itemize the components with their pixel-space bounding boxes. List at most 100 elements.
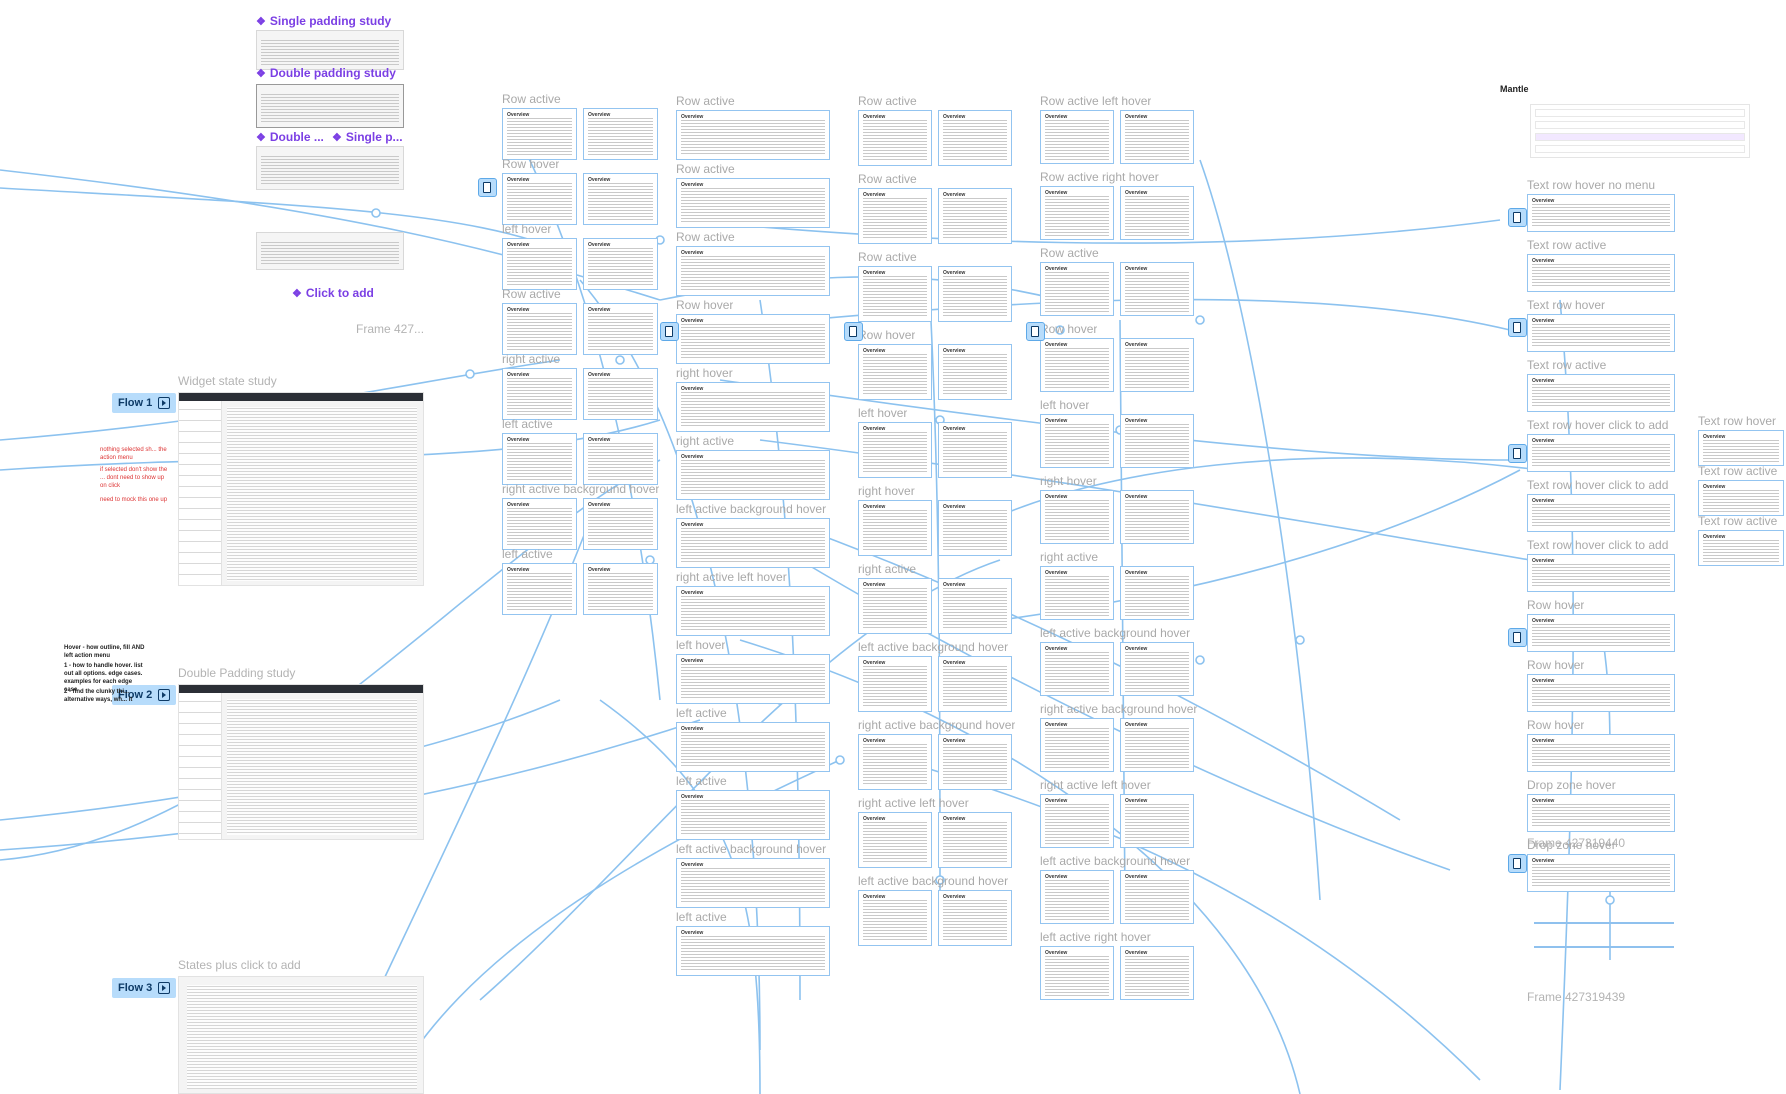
connection-node[interactable] [835,755,845,765]
c3-state-frame[interactable]: Overview [858,422,932,478]
flow-3-button[interactable]: Flow 3 [112,978,177,998]
c5-state-frame[interactable]: Overview [1527,494,1675,532]
c4-state-frame[interactable]: Overview [1040,186,1114,240]
connection-node[interactable] [615,355,625,365]
c4-state-frame[interactable]: Overview [1120,946,1194,1000]
c2-state-frame[interactable]: Overview [676,246,830,296]
c2-state-frame[interactable]: Overview [676,178,830,228]
prototype-start-icon[interactable] [1508,208,1527,227]
connection-node[interactable] [371,208,381,218]
flow-2-button[interactable]: Flow 2 [112,685,177,705]
c4-state-frame[interactable]: Overview [1120,870,1194,924]
short-padding-frame[interactable] [256,146,404,190]
c4-state-frame[interactable]: Overview [1040,490,1114,544]
c1-state-frame[interactable]: Overview [583,108,658,160]
c5-state-frame[interactable]: Overview [1527,614,1675,652]
c2-state-frame[interactable]: Overview [676,314,830,364]
prototype-start-icon[interactable] [844,322,863,341]
c2-state-frame[interactable]: Overview [676,790,830,840]
c3-state-frame[interactable]: Overview [858,344,932,400]
c5-state-frame[interactable]: Overview [1527,314,1675,352]
c5-state-frame[interactable]: Overview [1527,854,1675,892]
c4-state-frame[interactable]: Overview [1040,110,1114,164]
c1-state-frame[interactable]: Overview [583,563,658,615]
c1-state-frame[interactable]: Overview [502,238,577,290]
c5-state-frame[interactable]: Overview [1527,734,1675,772]
c3-state-frame[interactable]: Overview [938,110,1012,166]
c3-state-frame[interactable]: Overview [858,110,932,166]
c3-state-frame[interactable]: Overview [938,266,1012,322]
c2-state-frame[interactable]: Overview [676,110,830,160]
c4-state-frame[interactable]: Overview [1040,718,1114,772]
c4-state-frame[interactable]: Overview [1120,794,1194,848]
prototype-start-icon[interactable] [1508,318,1527,337]
c3-state-frame[interactable]: Overview [858,266,932,322]
c3-state-frame[interactable]: Overview [938,890,1012,946]
c2-state-frame[interactable]: Overview [676,450,830,500]
c2-state-frame[interactable]: Overview [676,654,830,704]
c5-state-frame[interactable]: Overview [1527,794,1675,832]
c1-state-frame[interactable]: Overview [502,563,577,615]
c4-state-frame[interactable]: Overview [1120,414,1194,468]
c3-state-frame[interactable]: Overview [858,188,932,244]
c2-state-frame[interactable]: Overview [676,518,830,568]
double-padding-frame[interactable] [256,84,404,128]
c3-state-frame[interactable]: Overview [858,812,932,868]
c1-state-frame[interactable]: Overview [583,303,658,355]
c1-state-frame[interactable]: Overview [583,498,658,550]
connection-node[interactable] [1605,895,1615,905]
c3-state-frame[interactable]: Overview [938,500,1012,556]
c5-state-frame[interactable]: Overview [1527,194,1675,232]
c3-state-frame[interactable]: Overview [938,578,1012,634]
c5-state-frame[interactable]: Overview [1527,674,1675,712]
prototype-start-icon[interactable] [1508,854,1527,873]
c1-state-frame[interactable]: Overview [502,368,577,420]
c2-state-frame[interactable]: Overview [676,382,830,432]
c6-state-frame[interactable]: Overview [1698,480,1784,516]
c1-state-frame[interactable]: Overview [583,238,658,290]
c3-state-frame[interactable]: Overview [858,578,932,634]
c5-state-frame[interactable]: Overview [1527,554,1675,592]
prototype-start-icon[interactable] [660,322,679,341]
c4-state-frame[interactable]: Overview [1120,262,1194,316]
c1-state-frame[interactable]: Overview [583,173,658,225]
c1-state-frame[interactable]: Overview [502,498,577,550]
c3-state-frame[interactable]: Overview [938,734,1012,790]
c4-state-frame[interactable]: Overview [1040,870,1114,924]
c2-state-frame[interactable]: Overview [676,722,830,772]
c4-state-frame[interactable]: Overview [1120,110,1194,164]
c3-state-frame[interactable]: Overview [938,344,1012,400]
c5-state-frame[interactable]: Overview [1527,374,1675,412]
c3-state-frame[interactable]: Overview [858,500,932,556]
double-padding-study-frame[interactable] [178,684,424,840]
connection-node[interactable] [1195,315,1205,325]
c4-state-frame[interactable]: Overview [1040,642,1114,696]
c4-state-frame[interactable]: Overview [1120,718,1194,772]
c4-state-frame[interactable]: Overview [1040,414,1114,468]
single-padding-frame[interactable] [256,30,404,70]
c1-state-frame[interactable]: Overview [502,173,577,225]
c3-state-frame[interactable]: Overview [858,656,932,712]
c3-state-frame[interactable]: Overview [858,734,932,790]
c4-state-frame[interactable]: Overview [1040,262,1114,316]
c4-state-frame[interactable]: Overview [1040,946,1114,1000]
c1-state-frame[interactable]: Overview [502,108,577,160]
c4-state-frame[interactable]: Overview [1040,338,1114,392]
c1-state-frame[interactable]: Overview [502,303,577,355]
c3-state-frame[interactable]: Overview [938,422,1012,478]
c2-state-frame[interactable]: Overview [676,858,830,908]
c4-state-frame[interactable]: Overview [1120,186,1194,240]
c2-state-frame[interactable]: Overview [676,926,830,976]
c1-state-frame[interactable]: Overview [502,433,577,485]
c4-state-frame[interactable]: Overview [1120,566,1194,620]
widget-state-study-frame[interactable] [178,392,424,586]
c6-state-frame[interactable]: Overview [1698,430,1784,466]
connection-node[interactable] [465,369,475,379]
connection-node[interactable] [1295,635,1305,645]
padding-compare-frame[interactable] [256,232,404,270]
c4-state-frame[interactable]: Overview [1120,338,1194,392]
c4-state-frame[interactable]: Overview [1040,794,1114,848]
prototype-start-icon[interactable] [1026,322,1045,341]
c2-state-frame[interactable]: Overview [676,586,830,636]
